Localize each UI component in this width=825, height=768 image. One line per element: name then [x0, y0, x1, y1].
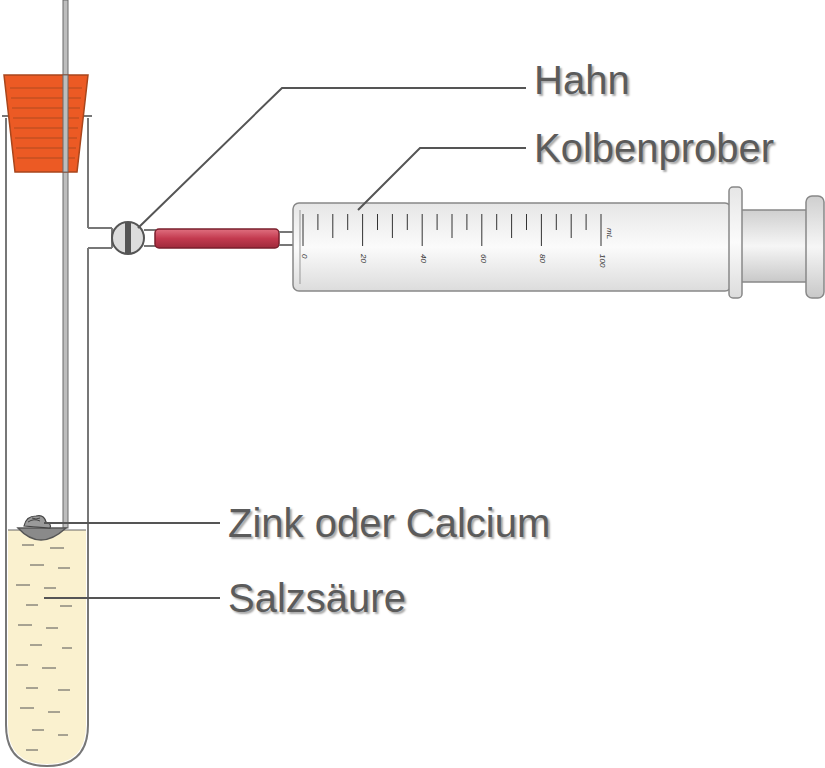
acid-liquid: [8, 530, 86, 764]
unit-label: mL: [605, 228, 613, 239]
metal-pieces: [24, 516, 51, 528]
scale-ticks: [303, 214, 601, 246]
liquid-dashes: [16, 545, 72, 750]
plunger-rod: [740, 210, 808, 282]
scale-number: 40: [419, 254, 427, 263]
plunger-head: [806, 196, 824, 298]
scale-number: 100: [598, 254, 606, 267]
scale-number: 60: [479, 254, 487, 263]
scale-number: 80: [538, 254, 546, 263]
part-label: Zink oder Calcium: [228, 503, 550, 543]
syringe-flange: [729, 187, 742, 298]
part-label: Kolbenprober: [534, 128, 774, 168]
rubber-tube: [155, 229, 279, 248]
test-tube: [6, 118, 88, 766]
part-label: Hahn: [534, 60, 630, 100]
scale-number: 0: [300, 254, 308, 258]
scale-number: 20: [359, 254, 367, 263]
part-label: Salzsäure: [228, 578, 406, 618]
spoon: [18, 528, 66, 540]
stopper-lines: [10, 88, 82, 158]
glass-rod: [63, 0, 68, 528]
side-arm: [88, 228, 112, 248]
syringe-barrel: [293, 203, 731, 291]
stopper: [4, 75, 88, 172]
